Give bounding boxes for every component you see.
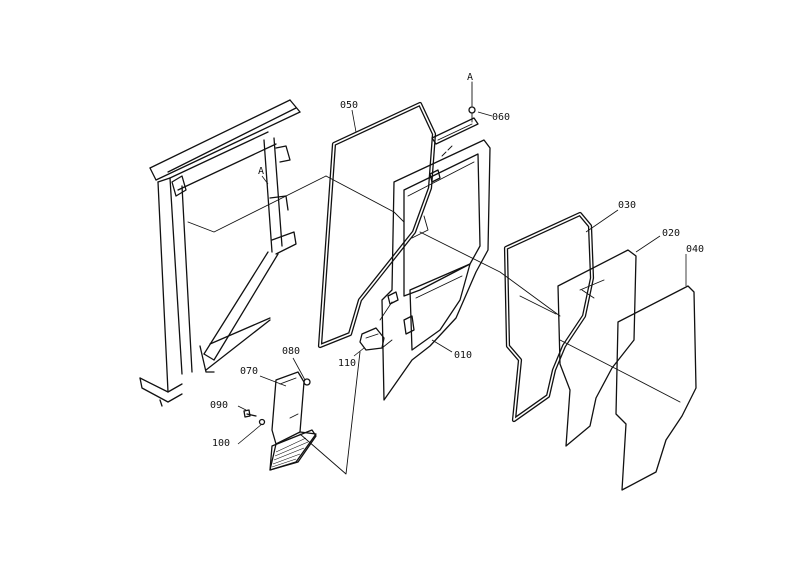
part-040-lower-glass bbox=[615, 285, 697, 491]
label-040: 040 bbox=[686, 244, 704, 255]
part-010-door-frame bbox=[381, 139, 491, 401]
part-070-step-bracket bbox=[269, 371, 317, 471]
part-060-strip bbox=[431, 81, 479, 157]
part-100-washer bbox=[258, 418, 266, 426]
label-070: 070 bbox=[240, 366, 258, 377]
label-080: 080 bbox=[282, 346, 300, 357]
label-020: 020 bbox=[662, 228, 680, 239]
label-010: 010 bbox=[454, 350, 472, 361]
assembly-lines bbox=[299, 175, 681, 475]
label-060: 060 bbox=[492, 112, 510, 123]
part-110-handle bbox=[359, 301, 393, 351]
label-110: 110 bbox=[338, 358, 356, 369]
label-030: 030 bbox=[618, 200, 636, 211]
label-050: 050 bbox=[340, 100, 358, 111]
callout-leaders bbox=[237, 109, 687, 445]
part-030-window-seal bbox=[503, 211, 595, 423]
label-view-a-frame: A bbox=[258, 166, 264, 177]
part-050-door-seal bbox=[317, 101, 437, 349]
label-100: 100 bbox=[212, 438, 230, 449]
part-080-bolt bbox=[303, 378, 311, 386]
part-020-side-glass bbox=[557, 249, 637, 447]
label-view-a-top: A bbox=[467, 72, 473, 83]
label-090: 090 bbox=[210, 400, 228, 411]
part-090-screw bbox=[243, 409, 257, 418]
part-labels: 050 060 A A 030 020 040 010 110 080 070 … bbox=[210, 72, 704, 449]
cab-frame bbox=[139, 99, 327, 407]
